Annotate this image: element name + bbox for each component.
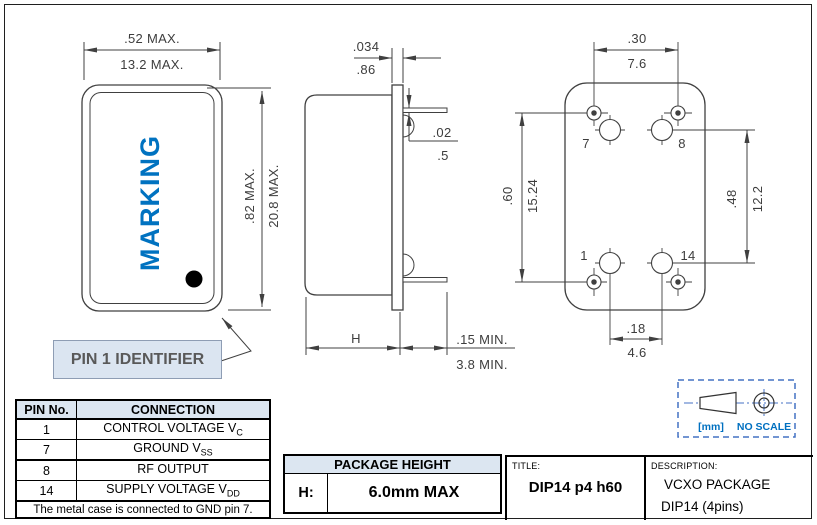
front-height-dim-inch: .82 MAX. <box>241 168 257 224</box>
pin-no-header: PIN No. <box>15 399 77 420</box>
package-marking-text: MARKING <box>134 135 165 271</box>
bottom-view-outline <box>564 82 706 311</box>
front-width-dim-inch: .52 MAX. <box>124 30 180 46</box>
no-scale-label: NO SCALE <box>736 421 792 433</box>
side-view-dimensions <box>305 48 515 355</box>
bump-pitch-dim-inch: .60 <box>499 186 515 206</box>
table-row: 14 SUPPLY VOLTAGE VDD <box>15 480 271 502</box>
height-key-cell: H: <box>283 473 328 514</box>
connection-text: RF OUTPUT <box>137 462 209 477</box>
table-note-row: The metal case is connected to GND pin 7… <box>15 500 271 519</box>
front-view-dimensions <box>83 42 271 362</box>
body-height-label: H <box>351 330 361 346</box>
pin1-identifier-callout: PIN 1 IDENTIFIER <box>53 340 222 379</box>
side-view-outline <box>304 84 448 311</box>
pin-14-label: 14 <box>680 247 696 263</box>
front-width-dim-mm: 13.2 MAX. <box>120 56 184 72</box>
connection-header: CONNECTION <box>76 399 271 420</box>
title-label: TITLE: <box>512 461 541 471</box>
scale-symbol-box <box>677 379 796 438</box>
package-height-table: PACKAGE HEIGHT H: 6.0mm MAX <box>283 454 502 514</box>
pin-8-label: 8 <box>678 135 686 151</box>
description-cell: DESCRIPTION: VCXO PACKAGE DIP14 (4pins) <box>646 457 813 520</box>
pin-number-cell: 7 <box>15 439 77 461</box>
pin-number-cell: 8 <box>15 459 77 481</box>
bottom-view-dimensions <box>519 47 750 342</box>
pin-pitch-dim-mm: 12.2 <box>749 185 765 213</box>
pin-connection-table: PIN No. CONNECTION 1 CONTROL VOLTAGE VC … <box>15 399 271 519</box>
pin-thickness-dim-inch: .02 <box>432 124 452 140</box>
table-row: 8 RF OUTPUT <box>15 459 271 481</box>
drawing-title: DIP14 p4 h60 <box>528 479 623 496</box>
table-row: 1 CONTROL VOLTAGE VC <box>15 418 271 440</box>
pin-span-dim-mm: 4.6 <box>627 344 647 360</box>
pin-1-label: 1 <box>580 247 588 263</box>
pin-length-dim-mm: 3.8 MIN. <box>456 356 508 372</box>
title-block: TITLE: DIP14 p4 h60 DESCRIPTION: VCXO PA… <box>505 455 813 520</box>
metal-case-note: The metal case is connected to GND pin 7… <box>15 500 271 519</box>
bump-span-dim-inch: .30 <box>627 30 647 46</box>
description-line-1: VCXO PACKAGE <box>664 477 771 492</box>
projection-circle-icon <box>753 392 775 414</box>
projection-cone-icon <box>699 391 737 415</box>
description-line-2: DIP14 (4pins) <box>661 499 744 514</box>
pin-number-cell: 1 <box>15 418 77 440</box>
connection-cell: RF OUTPUT <box>76 459 271 481</box>
connection-text: SUPPLY VOLTAGE V <box>106 482 227 497</box>
connection-text: CONTROL VOLTAGE V <box>103 421 237 436</box>
connection-cell: GROUND VSS <box>76 439 271 461</box>
drawing-border-frame <box>4 4 812 519</box>
flange-dim-mm: .86 <box>356 61 376 77</box>
pin1-dot <box>185 270 203 288</box>
connection-subscript: SS <box>200 447 213 458</box>
bump-pitch-dim-mm: 15.24 <box>524 178 540 214</box>
connection-subscript: C <box>236 427 243 438</box>
pin-7-label: 7 <box>582 135 590 151</box>
package-height-header: PACKAGE HEIGHT <box>283 454 502 474</box>
description-label: DESCRIPTION: <box>651 461 718 471</box>
front-height-dim-mm: 20.8 MAX. <box>265 164 281 228</box>
flange-dim-inch: .034 <box>352 38 380 54</box>
pin-number-cell: 14 <box>15 480 77 502</box>
pin-pitch-dim-inch: .48 <box>723 189 739 209</box>
connection-subscript: DD <box>226 488 240 499</box>
connection-cell: CONTROL VOLTAGE VC <box>76 418 271 440</box>
front-view-outline <box>81 84 223 312</box>
pin-length-dim-inch: .15 MIN. <box>456 331 508 347</box>
bump-span-dim-mm: 7.6 <box>627 55 647 71</box>
units-label: [mm] <box>698 421 724 433</box>
bottom-view-pin-holes <box>586 105 686 290</box>
height-value-cell: 6.0mm MAX <box>327 473 502 514</box>
pin-span-dim-inch: .18 <box>626 320 646 336</box>
pin-thickness-dim-mm: .5 <box>437 147 449 163</box>
connection-text: GROUND V <box>133 441 201 456</box>
connection-cell: SUPPLY VOLTAGE VDD <box>76 480 271 502</box>
table-row: 7 GROUND VSS <box>15 439 271 461</box>
title-cell: TITLE: DIP14 p4 h60 <box>507 457 646 520</box>
